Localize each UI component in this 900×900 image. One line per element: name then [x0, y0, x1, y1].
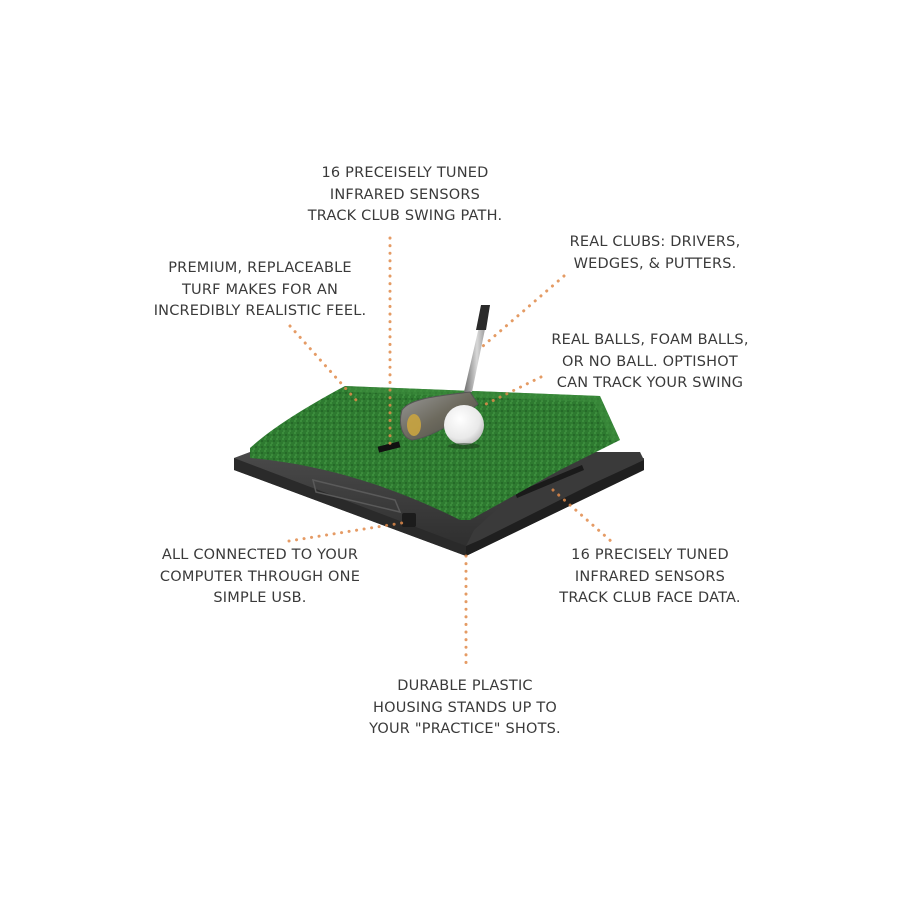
callout-line: CAN TRACK YOUR SWING [556, 375, 744, 391]
golf-club [399, 305, 490, 441]
callout-swing-path-sensors: 16 PRECEISELY TUNED INFRARED SENSORS TRA… [270, 163, 540, 228]
callout-line: 16 PRECISELY TUNED [571, 547, 729, 563]
callout-line: DURABLE PLASTIC [397, 678, 533, 694]
callout-turf: PREMIUM, REPLACEABLE TURF MAKES FOR AN I… [125, 258, 395, 323]
callout-line: HOUSING STANDS UP TO [372, 699, 558, 716]
callout-line: COMPUTER THROUGH ONE [159, 568, 361, 585]
callout-line: TRACK CLUB SWING PATH. [307, 208, 503, 224]
leader-face-sensors [551, 488, 614, 544]
leader-turf [288, 324, 358, 402]
callout-line: PREMIUM, REPLACEABLE [168, 260, 352, 276]
callout-line: REAL CLUBS: DRIVERS, [569, 234, 741, 250]
callout-face-sensors: 16 PRECISELY TUNED INFRARED SENSORS TRAC… [530, 545, 770, 610]
callout-balls: REAL BALLS, FOAM BALLS, OR NO BALL. OPTI… [525, 330, 775, 395]
callout-usb: ALL CONNECTED TO YOUR COMPUTER THROUGH O… [130, 545, 390, 610]
golf-ball [444, 405, 484, 449]
callout-line: TRACK CLUB FACE DATA. [559, 590, 741, 606]
callout-line: 16 PRECEISELY TUNED [321, 165, 489, 181]
callout-line: REAL BALLS, FOAM BALLS, [551, 332, 749, 348]
leader-usb [287, 520, 410, 543]
callout-housing: DURABLE PLASTIC HOUSING STANDS UP TO YOU… [345, 676, 585, 741]
callout-line: ALL CONNECTED TO YOUR [161, 547, 359, 563]
leader-real-clubs [481, 274, 566, 348]
callout-line: WEDGES, & PUTTERS. [573, 255, 737, 272]
callout-line: TURF MAKES FOR AN [181, 281, 338, 298]
callout-line: YOUR "PRACTICE" SHOTS. [369, 721, 561, 737]
leader-lines [287, 236, 614, 670]
callout-line: INFRARED SENSORS [329, 186, 481, 203]
turf-surface [250, 386, 620, 520]
callout-line: INFRARED SENSORS [574, 568, 726, 585]
callout-line: SIMPLE USB. [213, 590, 307, 606]
callout-line: INCREDIBLY REALISTIC FEEL. [153, 303, 367, 319]
callout-real-clubs: REAL CLUBS: DRIVERS, WEDGES, & PUTTERS. [535, 232, 775, 275]
callout-line: OR NO BALL. OPTISHOT [562, 353, 738, 370]
usb-port [402, 513, 416, 527]
